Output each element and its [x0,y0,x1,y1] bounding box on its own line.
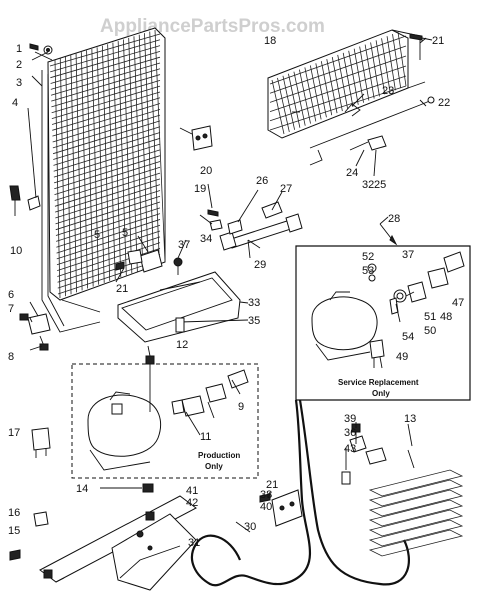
part-label: 28 [388,213,400,225]
part-label: 15 [8,525,20,537]
part-label: 24 [346,167,358,179]
drier-37 [365,447,387,465]
part-label: 4 [12,97,18,109]
part-label: 52 [362,251,374,263]
part-label: 53 [362,265,374,277]
compressor-service [311,296,378,351]
part-label: 18 [264,35,276,47]
watermark: AppliancePartsPros.com [100,16,325,37]
production-only-box: Production Only [71,355,259,479]
part-label: 7 [8,303,14,315]
part-17 [31,427,51,451]
part-label: 48 [440,311,452,323]
part-label: 35 [248,315,260,327]
part-label: 21 [116,283,128,295]
bracket-38 [271,489,303,527]
part-label: 17 [8,427,20,439]
part-label: 5 [122,227,128,239]
grommet-14 [142,483,154,493]
heater-end [427,96,435,104]
part-label: 26 [256,175,268,187]
part-label: 11 [200,431,211,443]
part-label: 31 [188,537,200,549]
part-label: 33 [248,297,260,309]
part-label: 47 [452,297,464,309]
part-label: 20 [200,165,212,177]
screw-1 [29,43,39,51]
part-label: 34 [200,233,212,245]
screw-10 [9,185,21,201]
bracket-20 [191,125,213,151]
overload-48 [427,267,449,289]
part-label: 37 [178,239,190,251]
screw-15 [9,549,21,561]
part-label: 3 [16,77,22,89]
part-label: 39 [344,413,356,425]
part-label: 16 [8,507,20,519]
part-label: 41 [186,485,198,497]
service-replacement-text-1: Service Replacement [338,378,419,387]
part-label: 49 [396,351,408,363]
condenser-tube-40 [190,399,312,587]
part-label: 51 [424,311,436,323]
part-label: 29 [254,259,266,271]
part-label: 43 [344,443,356,455]
part-label: 13 [404,413,416,425]
compressor-production [87,394,162,457]
part-label: 21 [266,479,278,491]
part-label: 23 [382,85,394,97]
part-25 [227,219,243,235]
cover-8 [227,369,249,389]
relay-37 [139,249,163,273]
part-label: 14 [76,483,88,495]
evaporator-coil [267,29,426,139]
part-label: 25 [374,179,386,191]
part-label: 32 [362,179,374,191]
part-label: 36 [344,427,356,439]
part-label: 8 [8,351,14,363]
part-label: 12 [176,339,188,351]
bracket-32 [367,135,387,151]
base-rail [39,495,197,591]
part-label: 37 [402,249,414,261]
part-label: 40 [260,501,272,513]
part-label: 5 [94,229,100,241]
part-label: 38 [260,489,272,501]
part-label: 9 [238,401,244,413]
clip-4 [27,195,41,211]
part-label: 2 [16,59,22,71]
production-only-text-2: Only [205,462,223,471]
relay-51 [407,281,427,303]
part-label: 6 [8,289,14,301]
condenser-coil-13 [368,469,464,557]
screw-19 [207,209,219,217]
part-label: 10 [10,245,22,257]
part-label: 22 [438,97,450,109]
production-only-text-1: Production [198,451,240,460]
part-label: 30 [244,521,256,533]
service-replacement-box: Service Replacement Only [295,245,471,401]
part-label: 54 [402,331,414,343]
relay-27 [181,395,205,417]
part-label: 50 [424,325,436,337]
capacitor-49 [369,339,385,359]
part-label: 1 [16,43,22,55]
clip-16 [33,511,49,527]
condenser-coil [41,27,166,333]
part-label: 19 [194,183,206,195]
screw-21-top [409,33,433,41]
clip-23 [344,103,361,117]
drain-pan [117,257,241,343]
overload-9 [205,383,227,403]
cover-47 [443,251,465,273]
service-replacement-text-2: Only [372,389,390,398]
part-label: 27 [280,183,292,195]
part-label: 21 [432,35,444,47]
part-label: 42 [186,497,198,509]
part-6 [27,313,51,335]
